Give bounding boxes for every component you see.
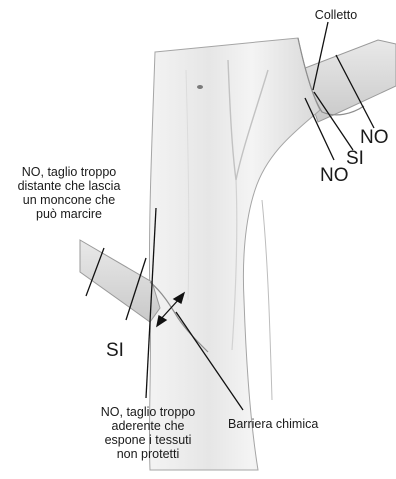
label-si-left: SI: [106, 341, 136, 361]
label-no-top-right: NO: [360, 128, 396, 148]
label-no-close-cut: NO, taglio troppo aderente che espone i …: [78, 405, 218, 461]
label-no-far-cut: NO, taglio troppo distante che lascia un…: [0, 165, 138, 221]
label-no-mid: NO: [320, 166, 360, 186]
label-barriera-chimica: Barriera chimica: [228, 417, 348, 431]
label-colletto: Colletto: [296, 8, 376, 22]
